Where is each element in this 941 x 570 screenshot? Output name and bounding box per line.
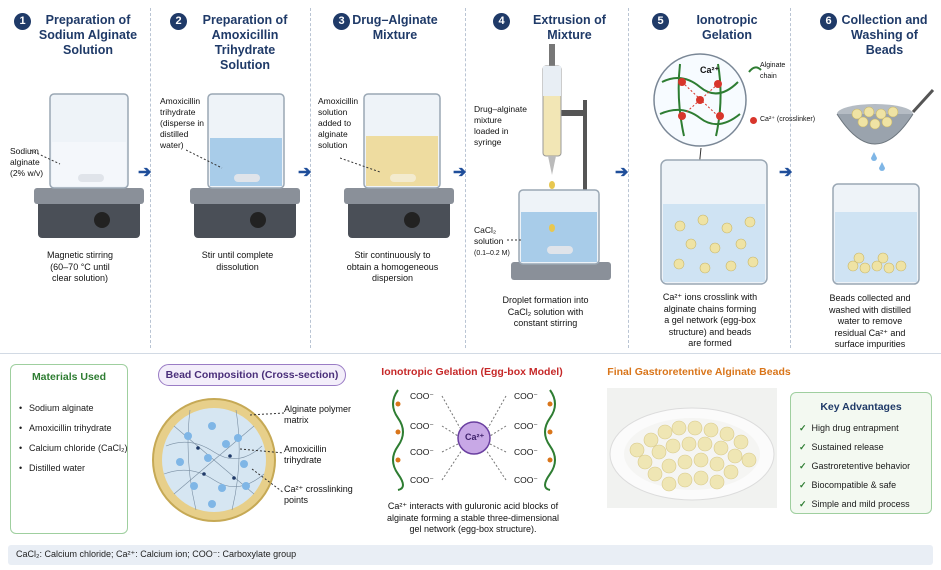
- advantage-item: ✓ High drug entrapment: [799, 423, 931, 434]
- flow-arrow-icon: ➔: [298, 164, 312, 181]
- coo-group-label: COO⁻: [514, 475, 538, 485]
- materials-item: Sodium alginate: [19, 403, 129, 413]
- coo-group-label: COO⁻: [410, 475, 434, 485]
- step-title: Preparation of Sodium Alginate Solution: [38, 13, 138, 57]
- materials-item: Amoxicillin trihydrate: [19, 423, 129, 433]
- advantages-panel: Key Advantages ✓ High drug entrapment ✓ Su…: [790, 392, 932, 514]
- hotplate-beaker-illustration: [186, 93, 300, 238]
- coo-group-label: COO⁻: [514, 391, 538, 401]
- steps-row: ➔ ➔ ➔ ➔ ➔ 1 Preparation of Sodium Algina…: [10, 8, 935, 349]
- materials-list: Sodium alginate Amoxicillin trihydrate C…: [19, 403, 129, 483]
- step-title: Preparation of Amoxicillin Trihydrate So…: [202, 13, 288, 72]
- check-icon: ✓: [799, 423, 807, 433]
- step-caption: Ca²⁺ ions crosslink with alginate chains…: [662, 292, 758, 348]
- advantage-text: High drug entrapment: [811, 423, 899, 433]
- cacl2-label: CaCl₂ solution: [474, 225, 504, 246]
- check-icon: ✓: [799, 461, 807, 471]
- footer-bar: CaCl₂: Calcium chloride; Ca²⁺: Calcium i…: [8, 545, 933, 565]
- coo-group-label: COO⁻: [514, 421, 538, 431]
- advantage-item: ✓ Biocompatible & safe: [799, 480, 931, 491]
- coo-group-label: COO⁻: [410, 421, 434, 431]
- syringe-extrusion-illustration: [505, 44, 611, 280]
- gel-network-zoom-icon: [653, 53, 747, 147]
- composition-leader-lines: [239, 412, 285, 494]
- strainer-washing-illustration: [832, 88, 935, 285]
- final-beads-photo: [607, 388, 777, 508]
- alginate-chain-legend-icon: [748, 66, 762, 73]
- materials-item: Calcium chloride (CaCl₂): [19, 443, 129, 453]
- step-title: Drug–Alginate Mixture: [352, 13, 438, 42]
- advantages-title: Key Advantages: [820, 401, 902, 413]
- check-icon: ✓: [799, 480, 807, 490]
- step-caption: Stir until complete dissolution: [201, 250, 274, 272]
- ca-ion-label: Ca²⁺: [700, 65, 720, 75]
- step-title: Extrusion of Mixture: [533, 13, 606, 42]
- advantage-text: Sustained release: [811, 442, 884, 452]
- eggbox-caption: Ca²⁺ interacts with guluronic acid block…: [386, 501, 560, 534]
- hotplate-beaker-illustration: [30, 93, 144, 238]
- step-label: Amoxicillin solution added to alginate s…: [318, 96, 359, 150]
- eggbox-title: Ionotropic Gelation (Egg-box Model): [381, 366, 563, 378]
- legend-calcium: Ca²⁺ (crosslinker): [760, 116, 816, 123]
- step-divider: [150, 8, 151, 348]
- flow-arrow-icon: ➔: [138, 164, 152, 181]
- composition-label: Amoxicillin trihydrate: [284, 444, 327, 465]
- eggbox-model-illustration: [392, 389, 556, 491]
- coo-group-label: COO⁻: [410, 447, 434, 457]
- step-caption: Droplet formation into CaCl₂ solution wi…: [502, 295, 589, 328]
- step-divider: [310, 8, 311, 348]
- step-divider: [628, 8, 629, 348]
- flow-arrow-icon: ➔: [779, 164, 793, 181]
- advantage-text: Simple and mild process: [811, 499, 910, 509]
- advantage-item: ✓ Simple and mild process: [799, 499, 931, 510]
- step-number: 5: [652, 13, 669, 30]
- step-label: Sodium alginate (2% w/v): [10, 146, 44, 178]
- eggbox-calcium-label: Ca²⁺: [465, 432, 485, 442]
- step-divider: [790, 8, 791, 348]
- composition-label: Alginate polymer matrix: [284, 404, 352, 425]
- composition-label: Ca²⁺ crosslinking points: [284, 484, 353, 505]
- advantage-item: ✓ Sustained release: [799, 442, 931, 453]
- step-caption: Stir continuously to obtain a homogeneou…: [346, 250, 439, 283]
- composition-title: Bead Composition (Cross-section): [165, 369, 339, 381]
- step-number: 1: [14, 13, 31, 30]
- flow-arrow-icon: ➔: [453, 164, 467, 181]
- step-number: 4: [493, 13, 510, 30]
- final-beads-title: Final Gastroretentive Alginate Beads: [607, 366, 791, 378]
- step-label: Drug–alginate mixture loaded in syringe: [474, 104, 527, 147]
- bottom-section: Materials Used Sodium alginate Amoxicill…: [0, 353, 941, 543]
- footer-abbreviations: CaCl₂: Calcium chloride; Ca²⁺: Calcium i…: [16, 549, 297, 559]
- step-title: Ionotropic Gelation: [696, 13, 758, 42]
- legend-alginate-chain: Alginate chain: [760, 62, 786, 80]
- step-title: Collection and Washing of Beads: [841, 13, 928, 57]
- materials-item: Distilled water: [19, 463, 129, 473]
- advantage-item: ✓ Gastroretentive behavior: [799, 461, 931, 472]
- composition-title-pill: Bead Composition (Cross-section): [158, 364, 346, 386]
- step-number: 2: [170, 13, 187, 30]
- step-caption: Beads collected and washed with distille…: [828, 293, 912, 349]
- cacl2-concentration: (0.1–0.2 M): [474, 250, 510, 257]
- check-icon: ✓: [799, 499, 807, 509]
- flow-arrow-icon: ➔: [615, 164, 629, 181]
- bead-cross-section-illustration: [152, 398, 276, 522]
- step-caption: Magnetic stirring (60–70 °C until clear …: [46, 250, 114, 283]
- check-icon: ✓: [799, 442, 807, 452]
- materials-title: Materials Used: [31, 371, 107, 383]
- materials-panel: Materials Used Sodium alginate Amoxicill…: [10, 364, 128, 534]
- coo-group-label: COO⁻: [514, 447, 538, 457]
- advantages-list: ✓ High drug entrapment ✓ Sustained release…: [799, 423, 931, 518]
- gelation-beaker-illustration: [660, 148, 768, 285]
- step-label: Amoxicillin trihydrate (disperse in dist…: [160, 96, 204, 150]
- hotplate-beaker-illustration: [340, 93, 454, 238]
- calcium-legend-icon: [750, 117, 757, 124]
- step-divider: [465, 8, 466, 348]
- step-number: 3: [333, 13, 350, 30]
- advantage-text: Gastroretentive behavior: [811, 461, 911, 471]
- advantage-text: Biocompatible & safe: [811, 480, 897, 490]
- coo-group-label: COO⁻: [410, 391, 434, 401]
- step-number: 6: [820, 13, 837, 30]
